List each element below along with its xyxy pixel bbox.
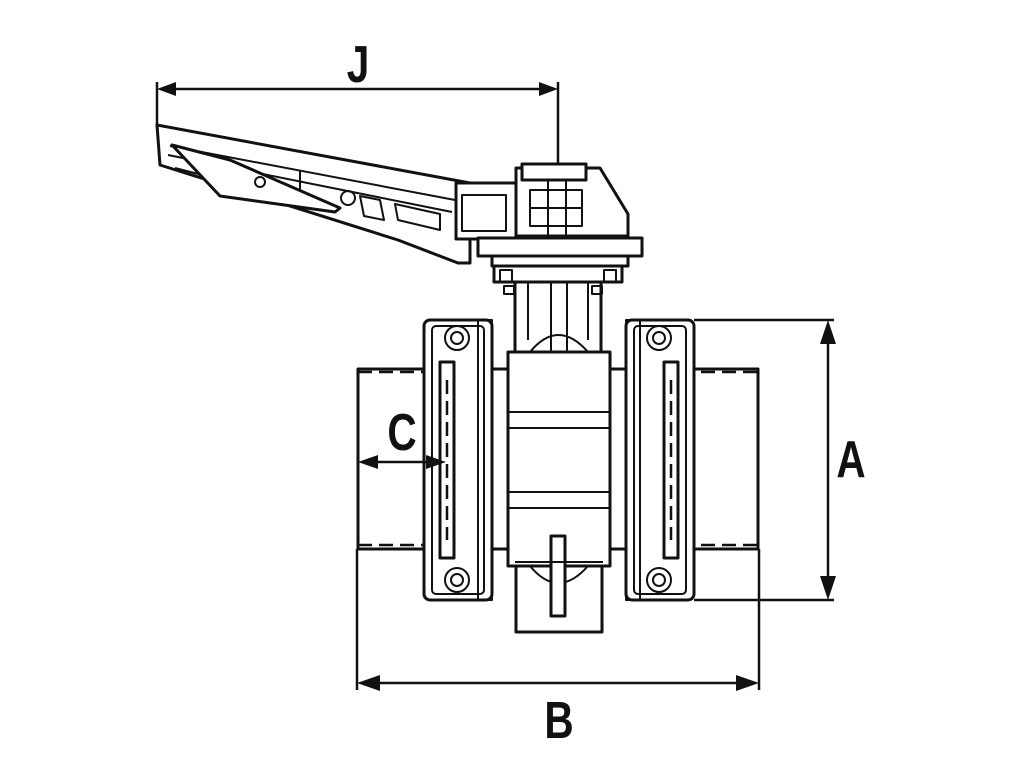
valve-neck-stem bbox=[503, 280, 603, 411]
dimension-c: C bbox=[358, 403, 446, 469]
right-coupling-clamp bbox=[624, 318, 696, 602]
left-coupling-clamp bbox=[422, 318, 494, 602]
dimension-j: J bbox=[155, 35, 560, 164]
dimension-label-c: C bbox=[387, 403, 416, 461]
dimension-label-b: B bbox=[544, 691, 573, 749]
dimension-a: A bbox=[694, 318, 866, 602]
valve-body bbox=[490, 334, 628, 634]
dimension-b: B bbox=[355, 549, 761, 749]
dimension-label-a: A bbox=[836, 430, 865, 488]
dimension-label-j: J bbox=[347, 35, 370, 93]
valve-handle-lever bbox=[155, 123, 518, 265]
valve-actuator-head bbox=[476, 162, 644, 284]
